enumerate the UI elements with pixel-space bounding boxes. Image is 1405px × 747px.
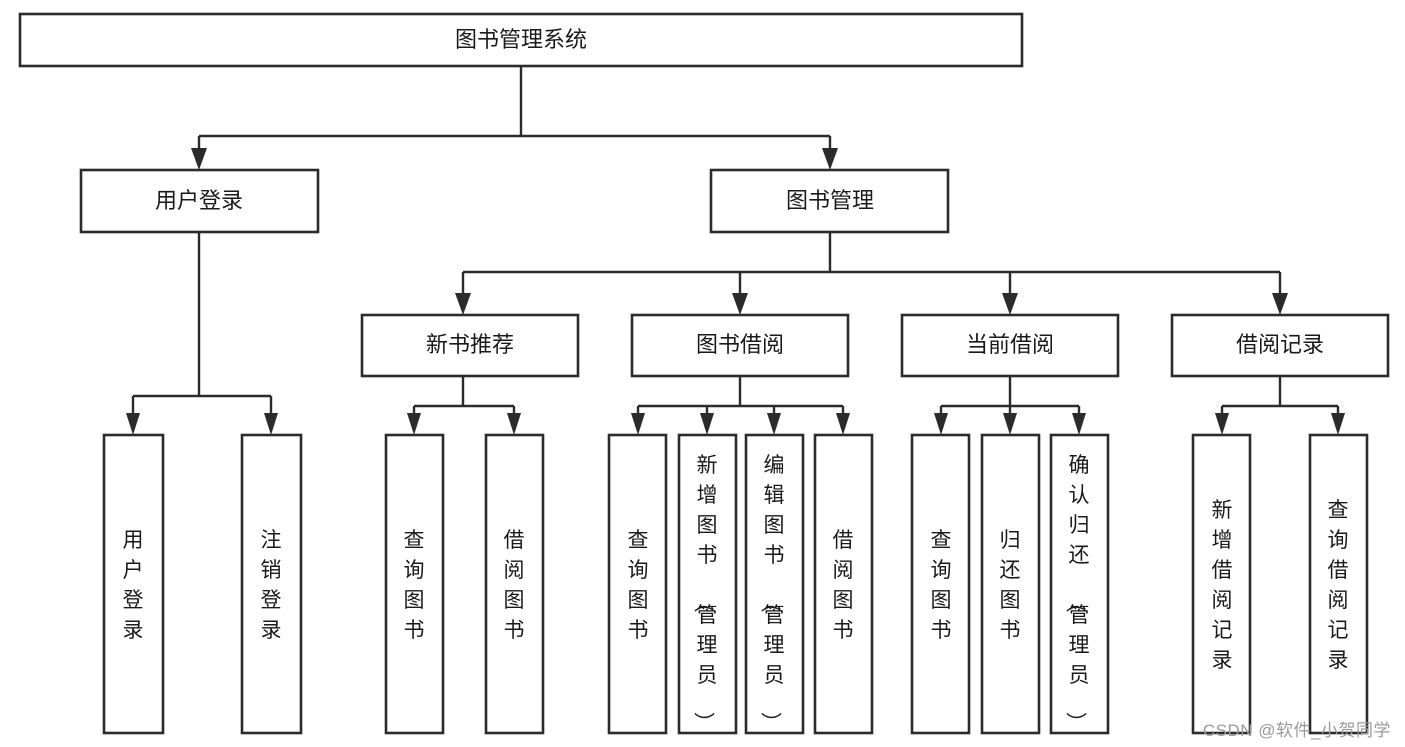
node-current-box[interactable] [900,313,1120,378]
connector-group-records [1215,376,1345,435]
node-leaf-5-label: 查询图书 [628,529,649,642]
node-leaf-9[interactable]: 查询图书 [910,433,971,735]
node-login[interactable]: 用户登录 [79,168,320,234]
node-leaf-2-box[interactable] [240,433,303,735]
node-leaf-1-box[interactable] [102,433,165,735]
node-leaf-13-label: 查询借阅记录 [1328,499,1349,672]
node-leaf-8-label: 借阅图书 [833,529,854,642]
arrow-head-leaf-2 [264,413,278,435]
connector-group-root [191,66,838,170]
node-newbook-label: 新书推荐 [426,332,514,357]
node-root-label: 图书管理系统 [455,27,587,52]
arrow-head-login [191,148,207,170]
arrow-head-leaf-7 [767,413,781,435]
connector-group-current [934,376,1086,435]
node-records[interactable]: 借阅记录 [1170,313,1390,378]
node-leaf-12-label: 新增借阅记录 [1212,499,1233,672]
node-leaf-6-box[interactable] [677,433,738,735]
leaf-nodes-group: 用户登录 注销登录 查询图书 借阅图书 查询图书 新增图书（管理员） [102,433,1369,735]
node-leaf-2-label: 注销登录 [261,529,282,642]
node-records-label: 借阅记录 [1236,332,1324,357]
node-leaf-7[interactable]: 编辑图书（管理员） [744,433,805,735]
node-leaf-10-box[interactable] [980,433,1041,735]
node-leaf-13-box[interactable] [1308,433,1369,735]
node-bookmgmt-label: 图书管理 [786,188,874,213]
node-root[interactable]: 图书管理系统 [18,12,1024,68]
node-leaf-12[interactable]: 新增借阅记录 [1191,433,1252,735]
node-bookmgmt[interactable]: 图书管理 [709,168,950,234]
connector-group-borrow [631,376,850,435]
arrow-head-leaf-3 [407,413,421,435]
node-newbook[interactable]: 新书推荐 [360,313,580,378]
node-records-box[interactable] [1170,313,1390,378]
node-leaf-5[interactable]: 查询图书 [607,433,668,735]
node-leaf-5-box[interactable] [607,433,668,735]
connector-group-login [126,232,278,435]
node-borrow-label: 图书借阅 [696,332,784,357]
node-leaf-4[interactable]: 借阅图书 [484,433,545,735]
node-leaf-10[interactable]: 归还图书 [980,433,1041,735]
node-leaf-12-box[interactable] [1191,433,1252,735]
arrow-head-borrow [732,293,748,315]
node-leaf-3-box[interactable] [384,433,445,735]
node-leaf-3[interactable]: 查询图书 [384,433,445,735]
arrow-head-leaf-11 [1072,413,1086,435]
arrow-head-leaf-12 [1215,413,1229,435]
node-leaf-1-label: 用户登录 [123,529,144,642]
node-leaf-11-label: 确认归还（管理员） [1064,454,1090,733]
node-login-label: 用户登录 [155,188,243,213]
node-leaf-11-box[interactable] [1049,433,1110,735]
node-current-label: 当前借阅 [966,332,1054,357]
node-borrow-box[interactable] [630,313,850,378]
node-bookmgmt-box[interactable] [709,168,950,234]
arrow-head-leaf-10 [1003,413,1017,435]
node-newbook-box[interactable] [360,313,580,378]
node-leaf-9-box[interactable] [910,433,971,735]
arrow-head-records [1272,293,1288,315]
arrow-head-current [1002,293,1018,315]
node-leaf-8-box[interactable] [813,433,874,735]
node-borrow[interactable]: 图书借阅 [630,313,850,378]
node-leaf-4-box[interactable] [484,433,545,735]
node-leaf-8[interactable]: 借阅图书 [813,433,874,735]
node-leaf-7-box[interactable] [744,433,805,735]
node-leaf-7-label: 编辑图书（管理员） [759,454,785,733]
connector-group-bookmgmt [455,232,1288,315]
arrow-head-leaf-9 [934,413,948,435]
node-leaf-6-label: 新增图书（管理员） [692,454,718,733]
node-leaf-6[interactable]: 新增图书（管理员） [677,433,738,735]
node-leaf-9-label: 查询图书 [931,529,952,642]
node-current[interactable]: 当前借阅 [900,313,1120,378]
connector-group-newbook [407,376,521,435]
arrow-head-leaf-5 [631,413,645,435]
node-leaf-2[interactable]: 注销登录 [240,433,303,735]
node-root-box[interactable] [18,12,1024,68]
arrow-head-newbook [455,293,471,315]
node-leaf-4-label: 借阅图书 [504,529,525,642]
node-leaf-1[interactable]: 用户登录 [102,433,165,735]
arrow-head-leaf-8 [836,413,850,435]
node-leaf-3-label: 查询图书 [404,529,425,642]
node-leaf-10-label: 归还图书 [1000,529,1021,642]
arrow-head-leaf-4 [507,413,521,435]
arrow-head-leaf-13 [1331,413,1345,435]
arrow-head-bookmgmt [822,148,838,170]
arrow-head-leaf-6 [700,413,714,435]
node-leaf-11[interactable]: 确认归还（管理员） [1049,433,1110,735]
node-leaf-13[interactable]: 查询借阅记录 [1308,433,1369,735]
node-login-box[interactable] [79,168,320,234]
arrow-head-leaf-1 [126,413,140,435]
